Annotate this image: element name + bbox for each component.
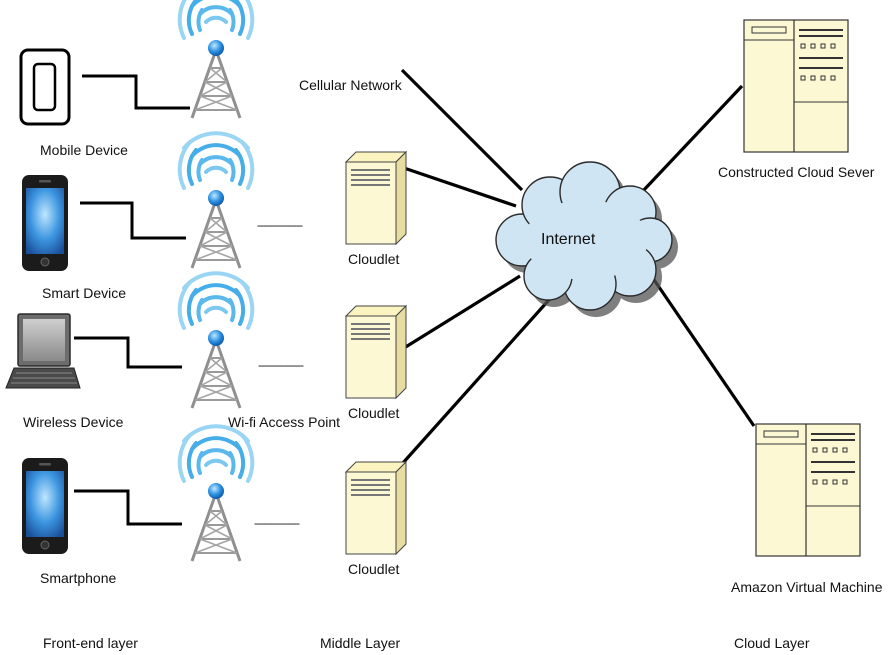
constructed-cloud-server-icon	[743, 19, 849, 153]
label-smart-device: Smart Device	[42, 285, 127, 301]
smartphone-icon	[21, 457, 69, 555]
mobile-device-icon	[19, 48, 71, 126]
tower-icon	[177, 424, 255, 563]
tower-icon	[177, 131, 255, 270]
internet-links	[400, 68, 756, 466]
label-middle-layer: Middle Layer	[320, 635, 401, 651]
dashed-connector: ---------------	[254, 516, 300, 530]
link-cloudlet-3	[400, 290, 558, 466]
tower-icon	[177, 271, 255, 410]
label-amazon-virtual-machine: Amazon Virtual Machine	[731, 579, 883, 595]
label-cloud-layer: Cloud Layer	[734, 635, 810, 651]
tower-icon	[177, 0, 255, 120]
internet-cloud-icon	[495, 161, 678, 317]
label-cellular-network: Cellular Network	[299, 77, 402, 93]
link-amazon-vm	[644, 267, 756, 427]
label-wireless-device: Wireless Device	[23, 414, 124, 430]
dashed-connector: ---------------	[257, 218, 303, 232]
link-mobile-device	[82, 74, 190, 110]
link-cloudlet-2	[403, 274, 521, 350]
cloudlet-server-icon	[345, 305, 407, 399]
laptop-icon	[5, 313, 81, 389]
dashed-connector: ---------------	[258, 358, 304, 372]
label-wifi-access-point: Wi-fi Access Point	[228, 414, 341, 430]
link-cellular-network	[400, 68, 524, 192]
link-cloudlet-1	[403, 166, 517, 208]
cloudlet-server-icon	[345, 461, 407, 555]
link-wireless-device	[74, 336, 182, 369]
label-internet: Internet	[541, 231, 596, 248]
amazon-virtual-machine-icon	[755, 423, 861, 557]
label-mobile-device: Mobile Device	[40, 142, 128, 158]
link-constructed-server	[640, 84, 744, 194]
label-cloudlet: Cloudlet	[348, 405, 400, 421]
cloudlet-server-icon	[345, 151, 407, 245]
label-cloudlet: Cloudlet	[348, 251, 400, 267]
link-smart-device	[80, 201, 186, 240]
label-front-end-layer: Front-end layer	[43, 635, 138, 651]
label-cloudlet: Cloudlet	[348, 561, 400, 577]
device-links	[74, 74, 190, 526]
link-smartphone	[74, 489, 182, 526]
smart-device-icon	[21, 174, 69, 272]
label-smartphone: Smartphone	[40, 570, 117, 586]
label-constructed-cloud-server: Constructed Cloud Sever	[718, 164, 875, 180]
